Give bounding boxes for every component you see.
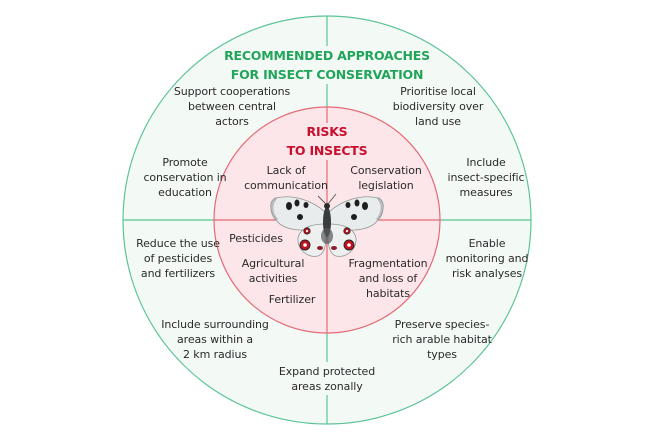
butterfly-icon — [270, 193, 384, 257]
outer-title: RECOMMENDED APPROACHES FOR INSECT CONSER… — [224, 48, 430, 82]
inner-title: RISKS TO INSECTS — [286, 124, 368, 158]
risk-pesticides: Pesticides — [229, 232, 283, 245]
approach-expand-protected-areas: Expand protected areas zonally — [278, 365, 376, 393]
approach-enable-monitoring: Enable monitoring and risk analyses — [445, 237, 529, 280]
risk-fertilizer: Fertilizer — [268, 293, 316, 306]
approach-preserve-habitats: Preserve species- rich arable habitat ty… — [392, 318, 492, 361]
risk-fragmentation: Fragmentation and loss of habitats — [348, 257, 428, 300]
risk-agricultural-activities: Agricultural activities — [241, 257, 305, 285]
approach-insect-specific-measures: Include insect-specific measures — [447, 156, 525, 199]
approach-support-cooperations: Support cooperations between central act… — [173, 85, 291, 128]
approach-promote-education: Promote conservation in education — [143, 156, 227, 199]
approach-reduce-pesticides: Reduce the use of pesticides and fertili… — [136, 237, 220, 280]
risk-lack-of-communication: Lack of communication — [244, 164, 328, 192]
approach-surrounding-areas: Include surrounding areas within a 2 km … — [161, 318, 269, 361]
approach-prioritise-biodiversity: Prioritise local biodiversity over land … — [392, 85, 484, 128]
risk-conservation-legislation: Conservation legislation — [350, 164, 422, 192]
